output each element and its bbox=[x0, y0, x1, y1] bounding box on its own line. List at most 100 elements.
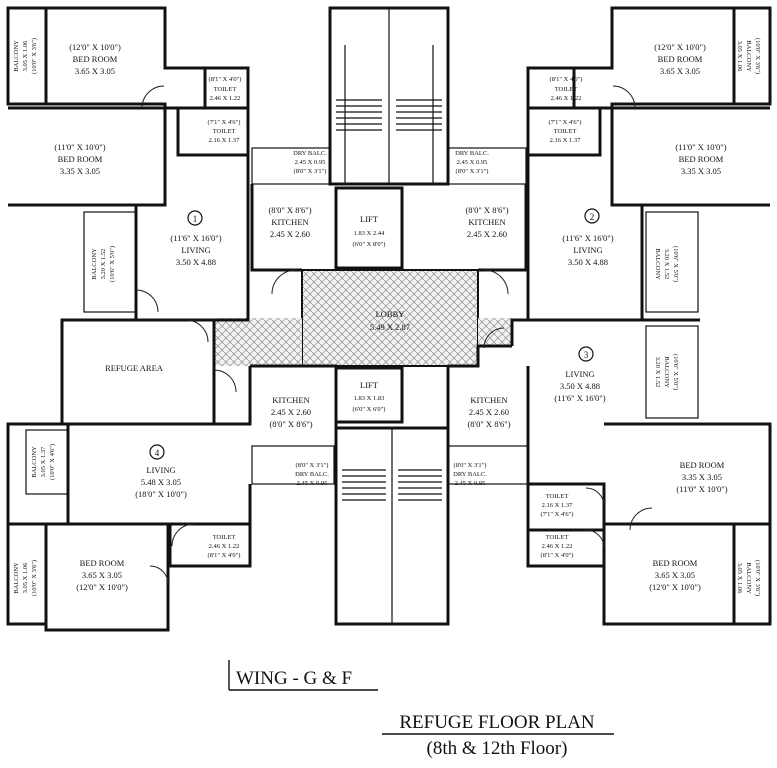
w3-balcony-mid-l2: BALCONY bbox=[663, 356, 670, 388]
w2-bedroom-top-l1: (12'0" X 10'0") bbox=[654, 42, 706, 52]
lift-bottom-line2: 1.83 X 1.83 bbox=[354, 395, 385, 402]
w4-kitchen-l2: 2.45 X 2.60 bbox=[271, 407, 311, 417]
flat-2-number: 2 bbox=[590, 212, 595, 222]
w1-balcony-top-l3: (10'0" X 3'6") bbox=[31, 38, 38, 74]
w3-drybalc-l1: (8'0" X 3'1") bbox=[454, 462, 487, 469]
w4-balcony-mid-area bbox=[25, 429, 69, 495]
w3-kitchen-l3: (8'0" X 8'6") bbox=[467, 419, 510, 429]
w2-balcony-mid-l3: BALCONY bbox=[654, 248, 661, 280]
w3-balcony-bottom-l1: (10'0" X 3'6") bbox=[754, 560, 761, 596]
flat-4-number: 4 bbox=[155, 448, 160, 458]
wing-4: KITCHEN 2.45 X 2.60 (8'0" X 8'6") (8'0" … bbox=[6, 364, 338, 632]
wing-2: (12'0" X 10'0") BED ROOM 3.65 X 3.05 (8'… bbox=[447, 6, 772, 322]
w4-balcony-bottom-l1: BALCONY bbox=[13, 562, 20, 594]
lift-bottom-line3: (6'0" X 6'0") bbox=[353, 406, 386, 413]
w1-bedroom-top-l1: (12'0" X 10'0") bbox=[69, 42, 121, 52]
w2-living-l3: 3.50 X 4.88 bbox=[568, 257, 608, 267]
w4-kitchen-l3: (8'0" X 8'6") bbox=[269, 419, 312, 429]
w1-bedroom-mid-l1: (11'0" X 10'0") bbox=[54, 142, 105, 152]
w1-bedroom-top-l2: BED ROOM bbox=[73, 54, 118, 64]
w2-kitchen-l1: (8'0" X 8'6") bbox=[465, 205, 508, 215]
w4-balcony-bottom-l2: 3.05 X 1.06 bbox=[22, 562, 29, 593]
w4-balcony-mid-l2: 3.05 X 1.37 bbox=[40, 446, 47, 477]
w3-toilet-mid-l2: 2.16 X 1.37 bbox=[542, 502, 573, 509]
w1-living-l3: 3.50 X 4.88 bbox=[176, 257, 216, 267]
w2-balcony-top-l3: 3.05 X 1.06 bbox=[736, 41, 743, 72]
w3-balcony-mid-area bbox=[645, 325, 699, 419]
w2-living-l1: (11'6" X 16'0") bbox=[562, 233, 613, 243]
w3-bedroom-mid-l2: 3.35 X 3.05 bbox=[682, 472, 722, 482]
lift-top-label: LIFT 1.83 X 2.44 (6'0" X 8'0") bbox=[353, 214, 386, 248]
w1-drybalc-l2: 2.45 X 0.95 bbox=[295, 159, 326, 166]
w3-bedroom-bottom-l1: BED ROOM bbox=[653, 558, 698, 568]
w3-toilet-bottom-l1: TOILET bbox=[546, 534, 569, 541]
stair-bottom bbox=[334, 426, 450, 626]
wing-1: (12'0" X 10'0") BED ROOM 3.65 X 3.05 (8'… bbox=[6, 6, 331, 322]
w3-bedroom-bottom-l2: 3.65 X 3.05 bbox=[655, 570, 695, 580]
w2-bedroom-top-l3: 3.65 X 3.05 bbox=[660, 66, 700, 76]
w1-kitchen-l2: KITCHEN bbox=[271, 217, 308, 227]
w1-toilet-mid-l1: (7'1" X 4'6") bbox=[208, 119, 241, 126]
w2-balcony-mid-area bbox=[645, 211, 699, 313]
w1-balcony-top-l1: BALCONY bbox=[13, 40, 20, 72]
flat-1-number: 1 bbox=[193, 214, 198, 224]
plan-subtitle: (8th & 12th Floor) bbox=[427, 738, 568, 759]
w3-toilet-mid-l1: TOILET bbox=[546, 493, 569, 500]
refuge-label: REFUGE AREA bbox=[105, 363, 164, 373]
flat-2-marker bbox=[584, 208, 600, 224]
w4-living-l2: 5.48 X 3.05 bbox=[141, 477, 181, 487]
w2-living-l2: LIVING bbox=[573, 245, 602, 255]
lift-top-line1: LIFT bbox=[360, 214, 379, 224]
w2-balcony-top-l1: (10'0" X 3'6") bbox=[754, 38, 761, 74]
lift-top-line2: 1.83 X 2.44 bbox=[354, 230, 385, 237]
w1-drybalc-l1: DRY BALC. bbox=[293, 150, 327, 157]
w4-bedroom-bottom-l1: BED ROOM bbox=[80, 558, 125, 568]
w3-drybalc-l2: DRY BALC. bbox=[453, 471, 487, 478]
w2-toilet-mid-l1: (7'1" X 4'6") bbox=[549, 119, 582, 126]
lift-top-line3: (6'0" X 8'0") bbox=[353, 241, 386, 248]
w2-toilet-mid-l2: TOILET bbox=[554, 128, 577, 135]
w2-balcony-top-l2: BALCONY bbox=[745, 40, 752, 72]
w4-living-l1: LIVING bbox=[146, 465, 175, 475]
w4-bedroom-bottom-l3: (12'0" X 10'0") bbox=[76, 582, 128, 592]
wing-label: WING - G & F bbox=[236, 668, 352, 689]
w1-balcony-mid-area bbox=[83, 211, 137, 313]
flat-3-number: 3 bbox=[584, 350, 589, 360]
lobby: LOBBY 5.49 X 2.87 bbox=[215, 269, 512, 367]
w2-kitchen-l3: 2.45 X 2.60 bbox=[467, 229, 507, 239]
w1-toilet-top-l3: 2.46 X 1.22 bbox=[210, 95, 241, 102]
w3-toilet-bottom-l2: 2.46 X 1.22 bbox=[542, 543, 573, 550]
w1-balcony-mid-l3: (10'6" X 5'0") bbox=[109, 246, 116, 282]
w3-bedroom-mid-l3: (11'0" X 10'0") bbox=[676, 484, 727, 494]
w2-balcony-mid-l1: (10'6" X 5'0") bbox=[672, 246, 679, 282]
w4-balcony-mid-l1: BALCONY bbox=[31, 446, 38, 478]
w4-toilet-bottom-l3: (8'1" X 4'0") bbox=[208, 552, 241, 559]
w1-balcony-mid-l2: 3.20 X 1.52 bbox=[100, 249, 107, 280]
w3-drybalc-area bbox=[447, 445, 529, 485]
w1-balcony-top-area bbox=[6, 6, 48, 106]
w1-living-l2: LIVING bbox=[181, 245, 210, 255]
w1-drybalc-area bbox=[251, 147, 331, 185]
w3-bedroom-bottom-l3: (12'0" X 10'0") bbox=[649, 582, 701, 592]
flat-1-marker bbox=[187, 210, 203, 226]
w3-balcony-bottom-l3: 3.05 X 1.06 bbox=[736, 563, 743, 594]
w3-toilet-bottom-l3: (8'1" X 4'0") bbox=[541, 552, 574, 559]
w2-balcony-top-area bbox=[732, 6, 772, 106]
w3-balcony-bottom-l2: BALCONY bbox=[745, 562, 752, 594]
wing-3: KITCHEN 2.45 X 2.60 (8'0" X 8'6") (8'0" … bbox=[446, 318, 772, 626]
w1-bedroom-mid-l2: BED ROOM bbox=[58, 154, 103, 164]
w3-balcony-mid-l1: (10'6" X 5'0") bbox=[672, 354, 679, 390]
w1-toilet-top-l1: (8'1" X 4'0") bbox=[209, 76, 242, 83]
w2-balcony-mid-l2: 3.20 X 1.52 bbox=[663, 249, 670, 280]
w2-drybalc-l2: 2.45 X 0.95 bbox=[457, 159, 488, 166]
w4-living-l3: (18'0" X 10'0") bbox=[135, 489, 187, 499]
w1-drybalc-l3: (8'0" X 3'1") bbox=[294, 168, 327, 175]
w1-toilet-mid-l2: TOILET bbox=[213, 128, 236, 135]
w2-toilet-top-l2: TOILET bbox=[555, 86, 578, 93]
flat-3-marker bbox=[578, 346, 594, 362]
w1-living-l1: (11'6" X 16'0") bbox=[170, 233, 221, 243]
w3-kitchen-l1: KITCHEN bbox=[470, 395, 507, 405]
w1-balcony-mid-l1: BALCONY bbox=[91, 248, 98, 280]
w3-toilet-mid-l3: (7'1" X 4'6") bbox=[541, 511, 574, 518]
w2-drybalc-l3: (8'0" X 3'1") bbox=[456, 168, 489, 175]
